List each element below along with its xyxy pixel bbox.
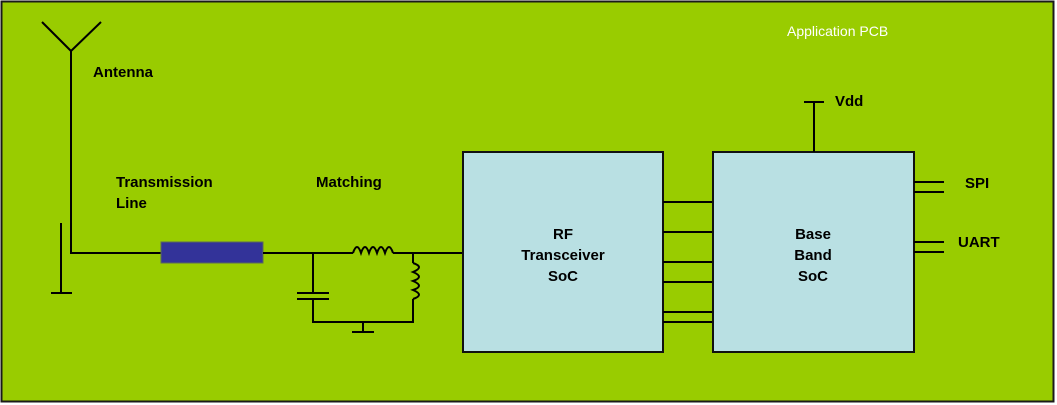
- transmission-line-block: [160, 241, 264, 264]
- baseband-block-line-1: Base: [795, 226, 831, 243]
- matching-ground-icon: [312, 321, 414, 333]
- shunt-inductor-icon: [410, 253, 420, 322]
- ground-stub-icon: [51, 223, 72, 294]
- uart-lines: [914, 241, 944, 253]
- interconnect-bus: [663, 201, 713, 323]
- rf-transceiver-block: RF Transceiver SoC: [462, 151, 664, 353]
- transmission-line-label-1: Transmission: [116, 174, 213, 191]
- vdd-supply-icon: [804, 101, 824, 152]
- rf-block-line-1: RF: [553, 226, 573, 243]
- series-inductor-icon: [352, 246, 394, 257]
- antenna-icon: [41, 21, 102, 253]
- baseband-block-line-2: Band: [794, 247, 832, 264]
- rf-block-line-3: SoC: [548, 268, 578, 285]
- baseband-block-line-3: SoC: [798, 268, 828, 285]
- uart-label: UART: [958, 234, 1000, 251]
- shunt-capacitor-icon: [297, 253, 329, 322]
- rf-block-line-2: Transceiver: [521, 247, 605, 264]
- baseband-block: Base Band SoC: [712, 151, 915, 353]
- matching-label: Matching: [316, 174, 382, 191]
- antenna-label: Antenna: [93, 64, 154, 81]
- spi-label: SPI: [965, 175, 989, 192]
- board-title: Application PCB: [787, 23, 888, 39]
- vdd-label: Vdd: [835, 93, 863, 110]
- transmission-line-label-2: Line: [116, 195, 147, 212]
- spi-lines: [914, 181, 944, 193]
